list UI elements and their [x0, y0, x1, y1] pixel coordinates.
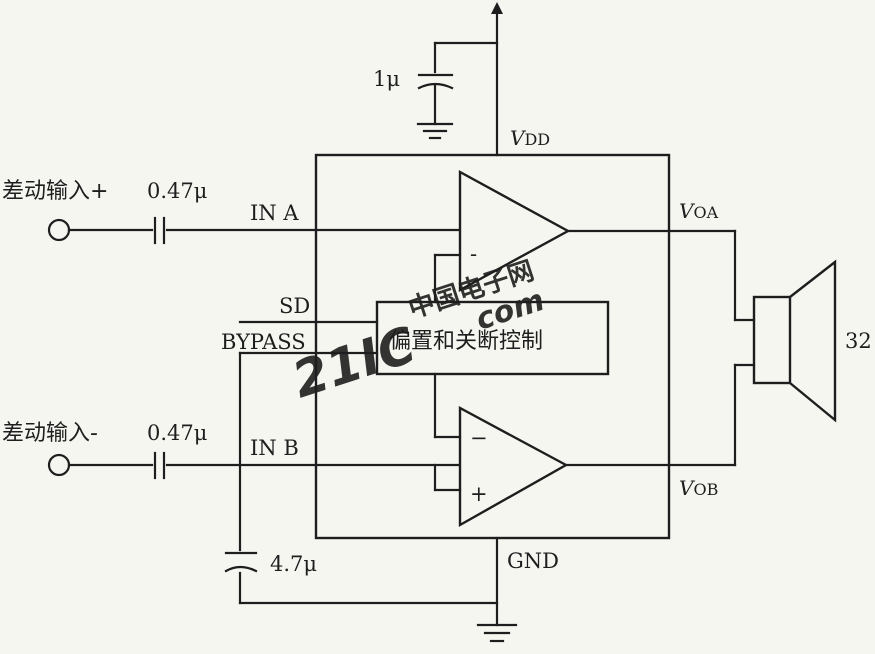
supply-capacitor: [417, 73, 454, 126]
pin-gnd-label: GND: [507, 549, 559, 573]
input-b-cap-label: 0.47μ: [147, 421, 207, 445]
input-b-capacitor: [153, 451, 166, 480]
pin-in-a-label: IN A: [250, 201, 299, 225]
bias-shutdown-block: [375, 300, 610, 376]
pin-bypass-label: BYPASS: [221, 330, 306, 354]
bypass-wire: [238, 351, 499, 605]
vob-label: VOB: [679, 476, 718, 500]
pin-sd-label: SD: [279, 294, 310, 318]
amplifier-b-triangle: [458, 405, 569, 528]
speaker-impedance-label: 32: [845, 329, 872, 353]
vdd-supply-line: [433, 2, 503, 157]
amp-b-feedback-wire: [433, 435, 462, 492]
speaker-icon: [752, 259, 837, 423]
input-plus-terminal-icon: [47, 218, 71, 242]
watermark-number-text: 21IC: [286, 316, 423, 410]
supply-cap-label: 1μ: [373, 67, 400, 91]
amp-a-feedback-wire: [433, 253, 462, 304]
bypass-capacitor: [224, 551, 258, 573]
amplifier-a-triangle: [458, 169, 571, 293]
amp-b-plus-sign: +: [470, 482, 488, 506]
ground-icon-main: [476, 623, 518, 643]
input-minus-terminal-icon: [47, 453, 71, 477]
vdd-label: VDD: [510, 126, 550, 150]
bias-block-label: 偏置和关断控制: [389, 329, 543, 354]
amp-a-minus-sign: -: [470, 242, 477, 266]
bypass-cap-label: 4.7μ: [270, 552, 317, 576]
pin-in-b-label: IN B: [250, 436, 299, 460]
input-plus-label: 差动输入+: [2, 179, 108, 204]
ic-package-outline: [314, 153, 671, 540]
speaker-wiring: [733, 229, 756, 467]
input-a-capacitor: [153, 216, 166, 245]
voa-label: VOA: [679, 199, 719, 223]
ground-icon-supply: [416, 122, 454, 140]
supply-arrow-icon: [491, 2, 503, 14]
amp-b-minus-sign: −: [470, 426, 488, 450]
input-minus-label: 差动输入-: [2, 421, 98, 446]
input-a-cap-label: 0.47μ: [147, 179, 207, 203]
